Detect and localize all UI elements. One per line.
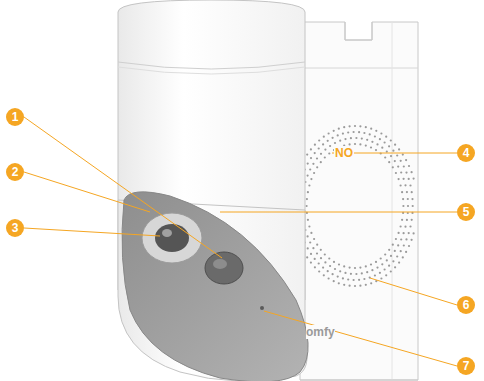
callout-number: 3 <box>6 219 24 237</box>
switch-label: NO <box>334 146 354 160</box>
callout-number: 2 <box>6 163 24 181</box>
brand-logo: omfy <box>306 325 335 339</box>
speaker-grille <box>301 125 415 287</box>
wall-bracket <box>300 22 418 380</box>
callout-number: 5 <box>457 203 475 221</box>
motion-sensor <box>205 252 243 284</box>
callout-number: 6 <box>457 296 475 314</box>
leader-lines <box>24 117 457 366</box>
callout-number: 1 <box>6 108 24 126</box>
status-led <box>260 306 264 310</box>
camera-body <box>118 0 308 381</box>
callout-circles <box>6 108 475 375</box>
callout-number: 4 <box>457 144 475 162</box>
camera-lens <box>142 213 202 263</box>
callout-number: 7 <box>457 357 475 375</box>
